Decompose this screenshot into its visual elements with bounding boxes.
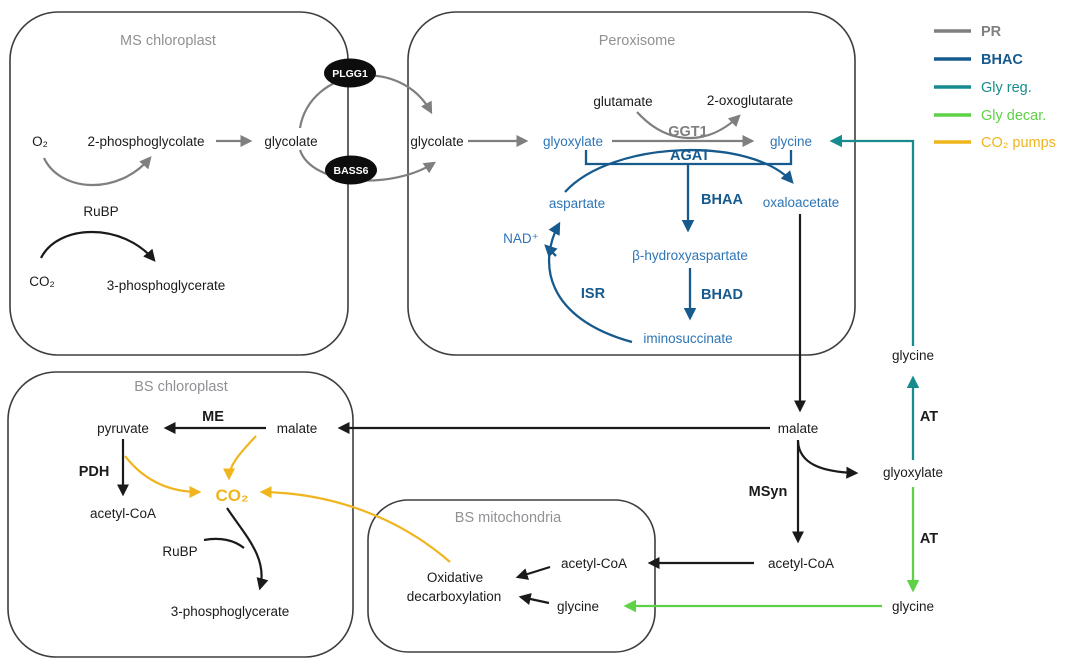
label-2-oxoglutarate: 2-oxoglutarate [707,93,793,108]
label-aspartate: aspartate [549,196,605,211]
label-co2-bs: CO₂ [215,486,248,505]
label-ggt1: GGT1 [668,124,707,140]
label-glycine-bottom: glycine [892,599,934,614]
label-glutamate: glutamate [593,94,652,109]
label-glycine-top: glycine [892,348,934,363]
arrow-pdh-to-co2 [124,455,202,499]
bs-chloroplast-title: BS chloroplast [134,379,228,395]
label-3-phosphoglycerate-bs: 3-phosphoglycerate [171,604,290,619]
arrow-glycine-return-to-peroxisome [829,134,915,346]
label-glycine-perox: glycine [770,134,812,149]
label-glyoxylate-perox: glyoxylate [543,134,603,149]
label-at-lower: AT [920,531,938,547]
arrow-o2-to-2pg [43,156,152,187]
arrow-oxidative-to-co2 [259,486,451,563]
label-acetylcoa-mito: acetyl-CoA [561,556,627,571]
label-pdh: PDH [79,464,110,480]
label-glycolate-ms: glycolate [264,134,317,149]
label-glycine-mito: glycine [557,599,599,614]
label-msyn: MSyn [749,484,788,500]
plgg1-label: PLGG1 [332,68,368,80]
label-co2-ms: CO₂ [29,274,55,289]
label-oxaloacetate: oxaloacetate [763,195,840,210]
label-me: ME [202,409,224,425]
label-malate-bs: malate [277,421,318,436]
arrow-malate-to-co2 [222,435,257,481]
arrow-co2-to-3pga-ms [40,231,156,262]
arrow-acetylcoa-to-oxidative [515,565,551,580]
legend-label-bhac: BHAC [981,52,1023,68]
bass6-transporter [325,155,377,185]
label-nad: NAD⁺ [503,231,539,246]
label-acetylcoa-shuttle: acetyl-CoA [768,556,834,571]
arrow-malate-to-glyoxylate [796,440,859,479]
label-oxidative: Oxidative [427,570,483,585]
bass6-label: BASS6 [333,165,368,177]
bs-mitochondria-box [367,499,656,653]
label-agat: AGAT [670,148,710,164]
label-isr: ISR [581,286,606,302]
legend-label-co2-pumps: CO₂ pumps [981,135,1056,151]
curve-rubp-feeder-bs [203,537,245,549]
label-pyruvate: pyruvate [97,421,149,436]
arrow-glycine-to-oxidative [518,593,550,605]
peroxisome-title: Peroxisome [599,33,676,49]
arrow-co2-to-3pga-bs [226,507,269,591]
peroxisome-box [407,11,856,356]
legend: PR BHAC Gly reg. Gly decar. CO₂ pumps [934,24,1056,151]
arrow-glutamate-to-oxoglutarate [636,111,741,140]
ms-chloroplast-title: MS chloroplast [120,33,216,49]
arrow-agat-aspartate-to-oxaloacetate [564,148,794,193]
legend-label-pr: PR [981,24,1002,40]
label-glycolate-perox: glycolate [410,134,463,149]
bs-mitochondria-title: BS mitochondria [455,510,562,526]
label-bhaa: BHAA [701,192,743,208]
label-acetylcoa-bs: acetyl-CoA [90,506,156,521]
plgg1-transporter [324,58,376,88]
legend-label-gly-decar: Gly decar. [981,108,1046,124]
label-iminosuccinate: iminosuccinate [643,331,732,346]
label-glyoxylate-shuttle: glyoxylate [883,465,943,480]
ms-chloroplast-box [9,11,349,356]
label-rubp-ms: RuBP [83,204,118,219]
arrow-isr-to-nad [544,244,558,258]
label-beta-hydroxyaspartate: β-hydroxyaspartate [632,248,748,263]
label-3-phosphoglycerate-ms: 3-phosphoglycerate [107,278,226,293]
label-2-phosphoglycolate: 2-phosphoglycolate [87,134,204,149]
label-decarboxylation: decarboxylation [407,589,502,604]
arrow-isr-to-aspartate [547,221,633,344]
label-rubp-bs: RuBP [162,544,197,559]
label-o2: O₂ [32,134,48,149]
label-bhad: BHAD [701,287,743,303]
label-at-upper: AT [920,409,938,425]
label-malate-shuttle: malate [778,421,819,436]
legend-label-gly-reg: Gly reg. [981,80,1032,96]
